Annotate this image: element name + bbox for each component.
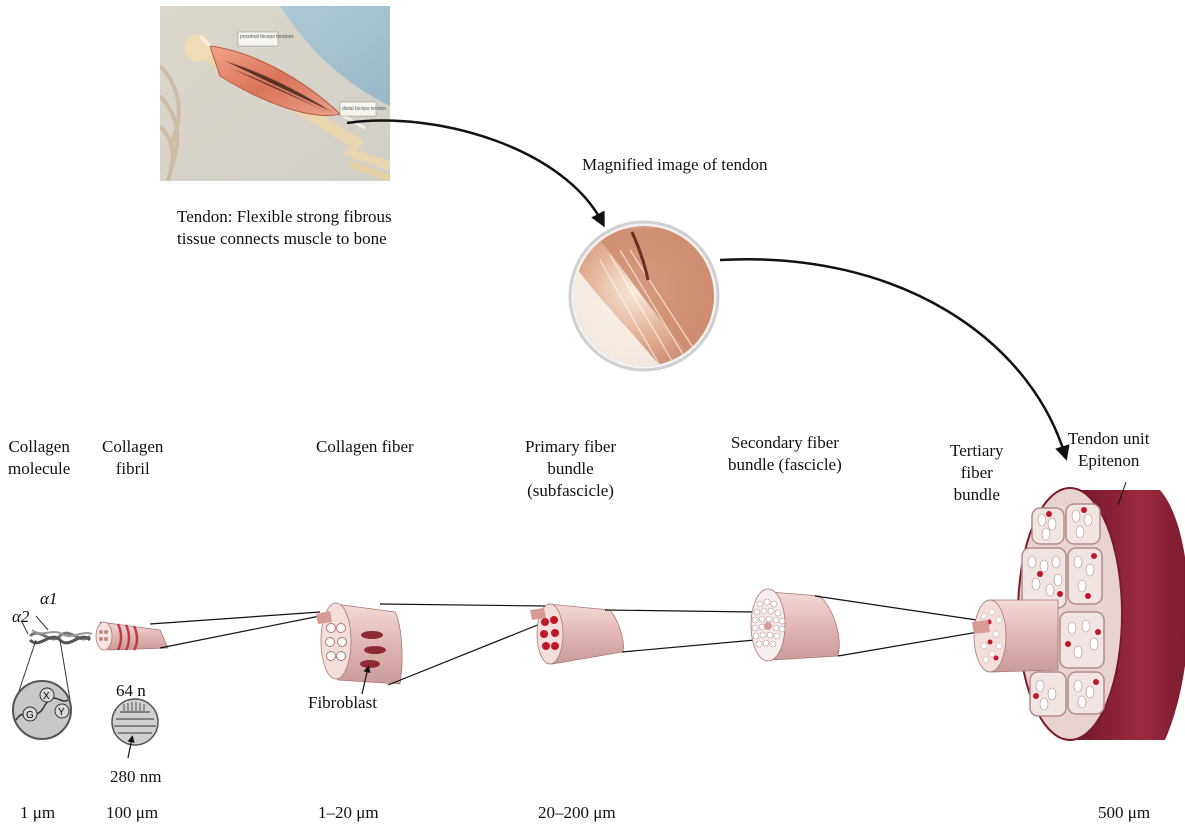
fibril-diameter-label: 280 nm [110, 766, 161, 788]
primary-fiber-bundle [530, 604, 755, 664]
scale-label-unit: 500 μm [1098, 802, 1150, 824]
alpha2-label: α2 [12, 606, 29, 628]
magnified-label: Magnified image of tendon [582, 154, 768, 176]
level-label-fiber: Collagen fiber [316, 436, 414, 458]
scale-label-molecule: 1 μm [20, 802, 55, 824]
arrow-magnified-to-unit [720, 259, 1065, 455]
y-residue-label: Y [58, 707, 65, 718]
scale-label-primary: 20–200 μm [538, 802, 616, 824]
fibril-banding-circle [112, 699, 158, 758]
amino-acid-circle: G X Y [13, 681, 71, 739]
collagen-fibril [96, 612, 320, 650]
magnified-tendon-image [570, 222, 720, 370]
x-residue-label: X [43, 691, 50, 702]
fibril-period-label: 64 n [116, 680, 146, 702]
scale-label-fiber: 1–20 μm [318, 802, 379, 824]
glycine-label: G [26, 710, 34, 721]
scale-label-fibril: 100 μm [106, 802, 158, 824]
tendon-caption: Tendon: Flexible strong fibrous tissue c… [177, 206, 392, 250]
tertiary-fiber-bundle [972, 600, 1058, 672]
secondary-fiber-bundle [751, 589, 990, 661]
fibroblast-label: Fibroblast [308, 692, 377, 714]
alpha1-label: α1 [40, 588, 57, 610]
collagen-fiber [316, 603, 545, 694]
